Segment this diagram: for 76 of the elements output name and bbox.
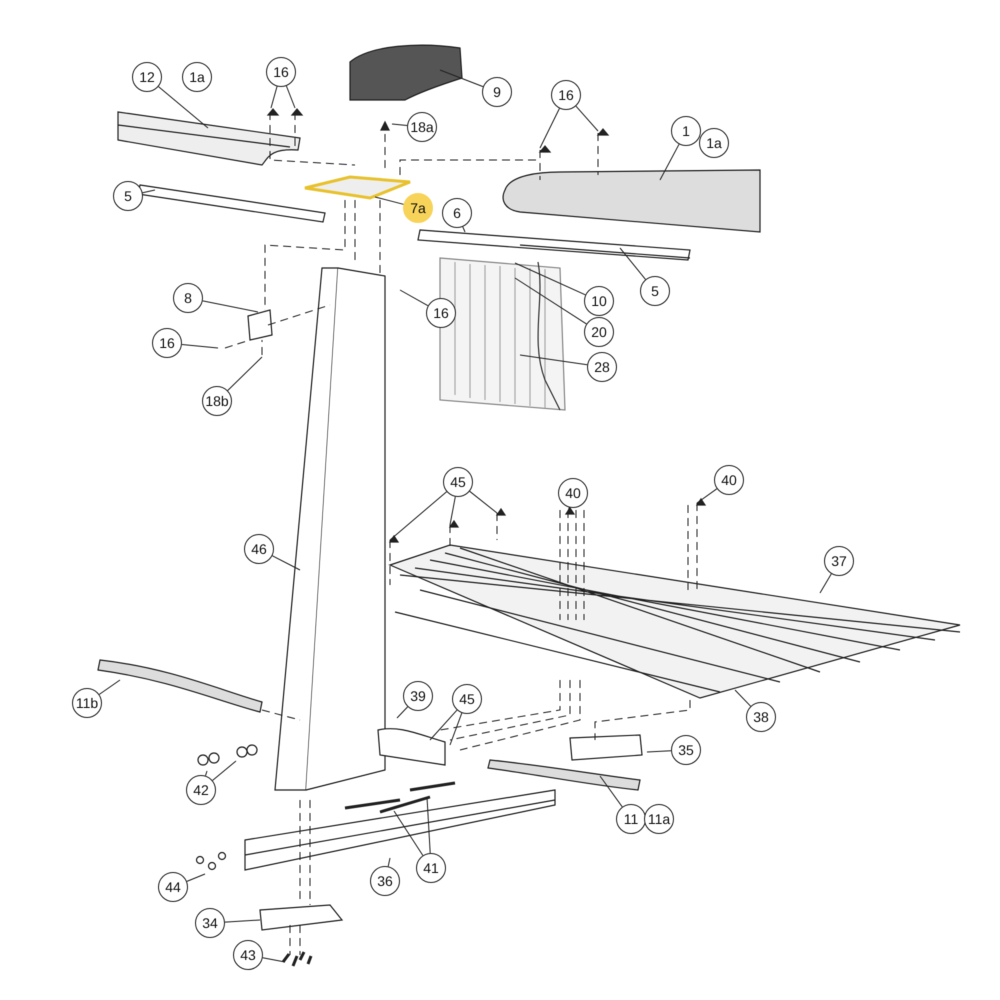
leader-line [181,344,218,348]
leader-line [400,290,428,306]
leader-line [646,750,672,752]
callout-number: 41 [416,853,446,883]
callout-number: 8 [173,283,203,313]
callout-number: 16 [551,80,581,110]
leader-line [820,573,832,594]
callout-number: 16 [426,298,456,328]
callout-number: 9 [482,77,512,107]
leader-line [734,690,752,707]
callout-number: 6 [442,198,472,228]
leader-line [202,300,258,312]
leader-line [390,491,448,540]
leader-line [660,144,680,180]
leader-line [205,770,208,776]
leader-line [396,706,408,718]
callout-number: 12 [132,62,162,92]
leader-line [469,490,498,514]
callout-number: 46 [244,534,274,564]
leader-line [696,488,718,504]
callout-number: 11b [72,688,102,718]
leader-line [520,354,588,366]
callout-number: 20 [584,317,614,347]
leader-line [540,108,560,148]
callout-number: 39 [403,681,433,711]
leader-line [620,248,646,280]
leader-line [142,190,156,194]
callout-number: 16 [266,57,296,87]
leader-line [272,555,300,570]
callout-number: 1a [699,128,729,158]
callout-number: 40 [558,478,588,508]
leader-line [374,196,404,205]
callout-number: 34 [195,908,225,938]
callout-number: 40 [714,465,744,495]
leader-line [270,86,278,108]
callout-number: 42 [186,775,216,805]
leader-line [286,86,296,108]
callout-number: 36 [370,866,400,896]
leader-line [158,86,208,128]
leader-line [576,106,598,132]
callout-number: 1 [671,116,701,146]
callout-number: 10 [584,286,614,316]
callout-number: 45 [443,467,473,497]
callout-number: 35 [671,735,701,765]
callout-number: 43 [233,940,263,970]
leader-line [392,124,408,126]
leader-line [450,496,456,526]
leader-line [450,712,462,746]
callout-number: 18b [202,386,232,416]
leader-line [430,710,458,740]
callout-number: 18a [407,112,437,142]
leader-line [186,874,206,882]
leader-line [212,760,236,781]
leader-line [262,957,286,962]
leader-line [426,796,431,854]
callout-number: 28 [587,352,617,382]
callout-number: 16 [152,328,182,358]
callout-number: 11 [616,804,646,834]
leader-line [98,680,120,695]
callout-number: 38 [746,702,776,732]
callout-number: 7a [403,193,433,223]
callout-number: 11a [644,804,674,834]
leader-line [227,356,262,391]
callout-number: 5 [640,276,670,306]
callout-number: 5 [113,181,143,211]
leader-line [514,278,587,324]
callout-number: 1a [182,62,212,92]
leader-line [388,858,390,867]
callout-number: 37 [824,546,854,576]
leader-line [440,70,484,88]
leader-line [224,920,260,923]
leader-line [394,810,424,856]
leader-line [600,776,623,808]
callout-number: 44 [158,872,188,902]
leader-line [514,262,586,296]
callout-number: 45 [452,684,482,714]
